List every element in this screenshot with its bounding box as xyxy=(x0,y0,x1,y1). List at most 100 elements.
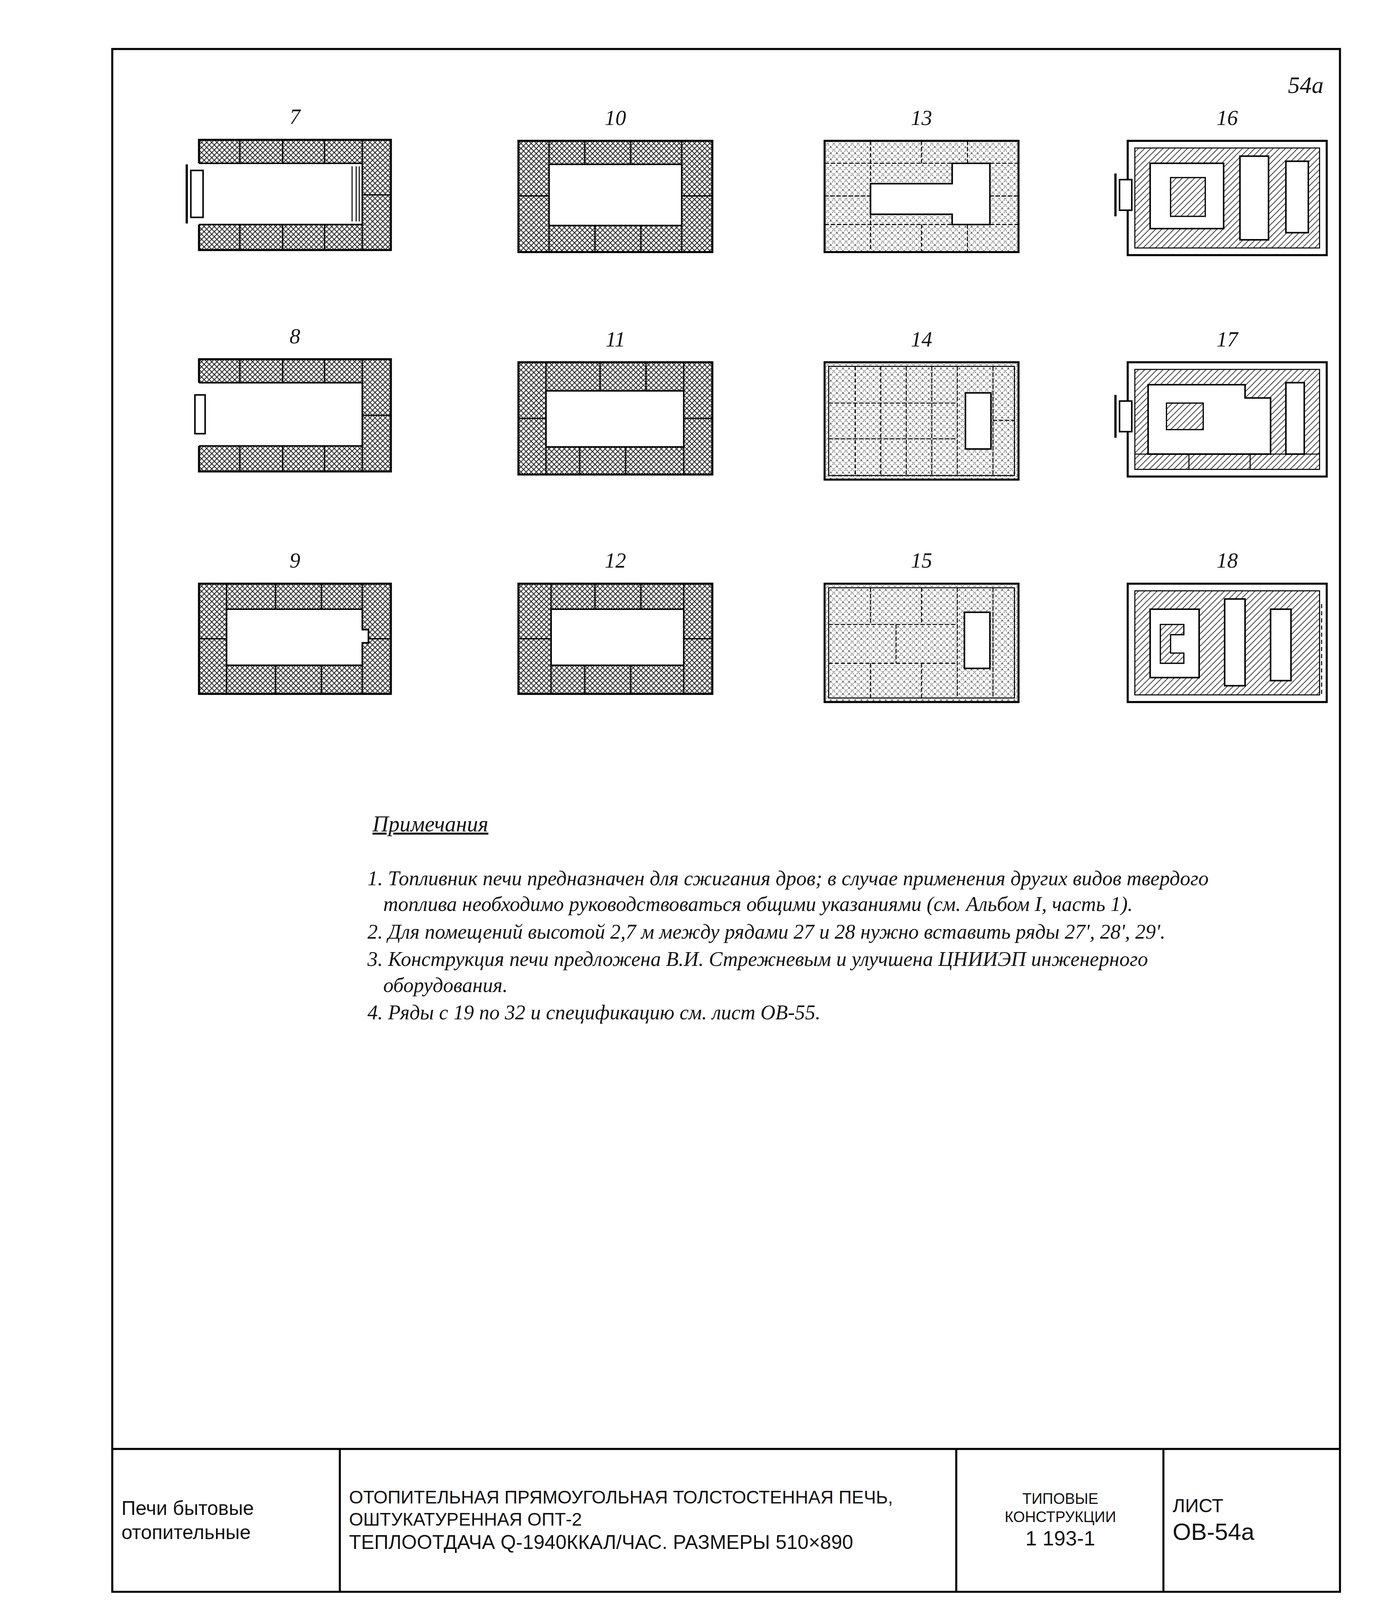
masonry-row-plan xyxy=(518,140,713,253)
masonry-row-plan-part xyxy=(197,163,363,225)
masonry-row-plan-part xyxy=(1119,401,1132,432)
masonry-row-plan-part xyxy=(198,583,391,695)
notes-heading: Примечания xyxy=(372,811,489,837)
row-number: 11 xyxy=(518,321,713,363)
masonry-row-plan-part xyxy=(824,140,1019,253)
masonry-row-plan-part xyxy=(1135,369,1320,470)
masonry-row-plan xyxy=(518,583,713,695)
note: 1. Топливник печи предназначен для сжига… xyxy=(367,865,1215,918)
row-number: 17 xyxy=(1127,321,1327,363)
masonry-row-plan-part xyxy=(518,140,713,253)
title-block-text: ТЕПЛООТДАЧА Q-1940ККАЛ/ЧАС. РАЗМЕРЫ 510×… xyxy=(348,1530,948,1555)
masonry-row-plan-part xyxy=(549,164,682,226)
masonry-row-plan-part xyxy=(190,170,203,218)
masonry-row-plan-part xyxy=(198,382,363,446)
masonry-row-plan-part xyxy=(1320,604,1323,696)
masonry-row-plan-part xyxy=(518,583,713,695)
masonry-row-plan xyxy=(1127,583,1327,703)
masonry-row-plan-part xyxy=(226,609,369,666)
masonry-row-plan-part xyxy=(828,366,1015,476)
row-number: 8 xyxy=(198,318,391,360)
row-plan: 11 xyxy=(518,321,713,475)
row-number: 9 xyxy=(198,542,391,584)
masonry-row-plan-part xyxy=(828,587,1015,699)
row-plan: 13 xyxy=(824,100,1019,253)
row-plan: 16 xyxy=(1127,100,1327,256)
page-number: 54а xyxy=(1287,71,1324,99)
masonry-row-plan xyxy=(195,359,391,472)
row-plan: 18 xyxy=(1127,542,1327,702)
masonry-row-plan-part xyxy=(1127,583,1327,703)
row-number: 16 xyxy=(1127,100,1327,141)
masonry-row-plan-part xyxy=(185,164,188,224)
row-plan: 7 xyxy=(198,98,391,251)
row-number: 12 xyxy=(518,542,713,584)
masonry-row-plan-part xyxy=(964,612,990,669)
masonry-row-plan-part xyxy=(1285,161,1309,234)
row-plan: 14 xyxy=(824,321,1019,480)
sheet-frame-part xyxy=(112,49,1340,1592)
masonry-row-plan-part xyxy=(1127,362,1327,477)
title-block-cell: ТИПОВЫЕ КОНСТРУКЦИИ1 193-1 xyxy=(958,1451,1163,1590)
title-block-text: ОТОПИТЕЛЬНАЯ ПРЯМОУГОЛЬНАЯ ТОЛСТОСТЕННАЯ… xyxy=(348,1486,948,1531)
title-block-text: 1 193-1 xyxy=(965,1526,1156,1552)
sheet-frame xyxy=(112,49,1340,1592)
masonry-row-plan xyxy=(186,139,391,251)
masonry-row-plan-part xyxy=(1270,609,1292,681)
masonry-row-plan-part xyxy=(1166,403,1204,430)
masonry-row-plan-part xyxy=(1135,591,1320,696)
masonry-row-plan xyxy=(824,583,1019,703)
masonry-row-plan-part xyxy=(1285,382,1304,455)
row-number: 14 xyxy=(824,321,1019,363)
row-number: 18 xyxy=(1127,542,1327,584)
masonry-row-plan-part xyxy=(1224,598,1246,686)
masonry-row-plan-part xyxy=(518,140,713,253)
masonry-row-plan-part xyxy=(1239,156,1269,241)
masonry-row-plan-part xyxy=(1148,384,1271,455)
masonry-row-plan-part xyxy=(197,382,363,446)
masonry-row-plan-part xyxy=(1135,454,1320,470)
masonry-row-plan-part xyxy=(1119,179,1132,211)
title-block-text: Печи бытовые отопительные xyxy=(121,1496,332,1545)
masonry-row-plan xyxy=(824,362,1019,480)
masonry-row-plan-part xyxy=(1127,140,1327,256)
note: 3. Конструкция печи предложена В.И. Стре… xyxy=(367,946,1215,999)
masonry-row-plan xyxy=(1115,362,1327,477)
masonry-row-plan-part xyxy=(828,366,1015,476)
masonry-row-plan-part xyxy=(551,609,684,666)
title-block-cell: ЛИСТОВ-54а xyxy=(1165,1451,1340,1590)
masonry-row-plan-part xyxy=(195,394,206,434)
masonry-row-plan-part xyxy=(1114,173,1117,217)
masonry-row-plan-part xyxy=(1150,163,1224,229)
masonry-row-plan-part xyxy=(518,362,713,475)
masonry-row-plan xyxy=(824,140,1019,253)
masonry-row-plan-part xyxy=(824,140,1019,253)
masonry-row-plan-part xyxy=(1170,177,1206,217)
masonry-row-plan xyxy=(518,362,713,475)
masonry-row-plan-part xyxy=(965,392,991,450)
masonry-row-plan-part xyxy=(518,362,713,475)
masonry-row-plan-part xyxy=(1114,394,1117,438)
title-block-text: ЛИСТ xyxy=(1172,1494,1333,1518)
masonry-row-plan-part xyxy=(198,163,363,225)
row-plan: 12 xyxy=(518,542,713,694)
notes-block: 1. Топливник печи предназначен для сжига… xyxy=(367,865,1215,1028)
masonry-row-plan xyxy=(1115,140,1327,256)
title-block-cell: ОТОПИТЕЛЬНАЯ ПРЯМОУГОЛЬНАЯ ТОЛСТОСТЕННАЯ… xyxy=(341,1451,956,1590)
row-number: 15 xyxy=(824,542,1019,584)
row-number: 10 xyxy=(518,100,713,141)
row-plan: 15 xyxy=(824,542,1019,702)
masonry-row-plan-part xyxy=(198,583,391,695)
masonry-row-plan-part xyxy=(352,166,360,222)
masonry-row-plan-part xyxy=(518,583,713,695)
title-block-text: ОВ-54а xyxy=(1172,1517,1333,1547)
masonry-row-plan xyxy=(198,583,391,695)
row-plan: 17 xyxy=(1127,321,1327,477)
row-number: 13 xyxy=(824,100,1019,141)
title-block-text: ТИПОВЫЕ КОНСТРУКЦИИ xyxy=(965,1489,1156,1527)
masonry-row-plan-part xyxy=(545,390,684,448)
masonry-row-plan-part xyxy=(828,587,994,699)
masonry-row-plan-part xyxy=(1135,147,1320,249)
